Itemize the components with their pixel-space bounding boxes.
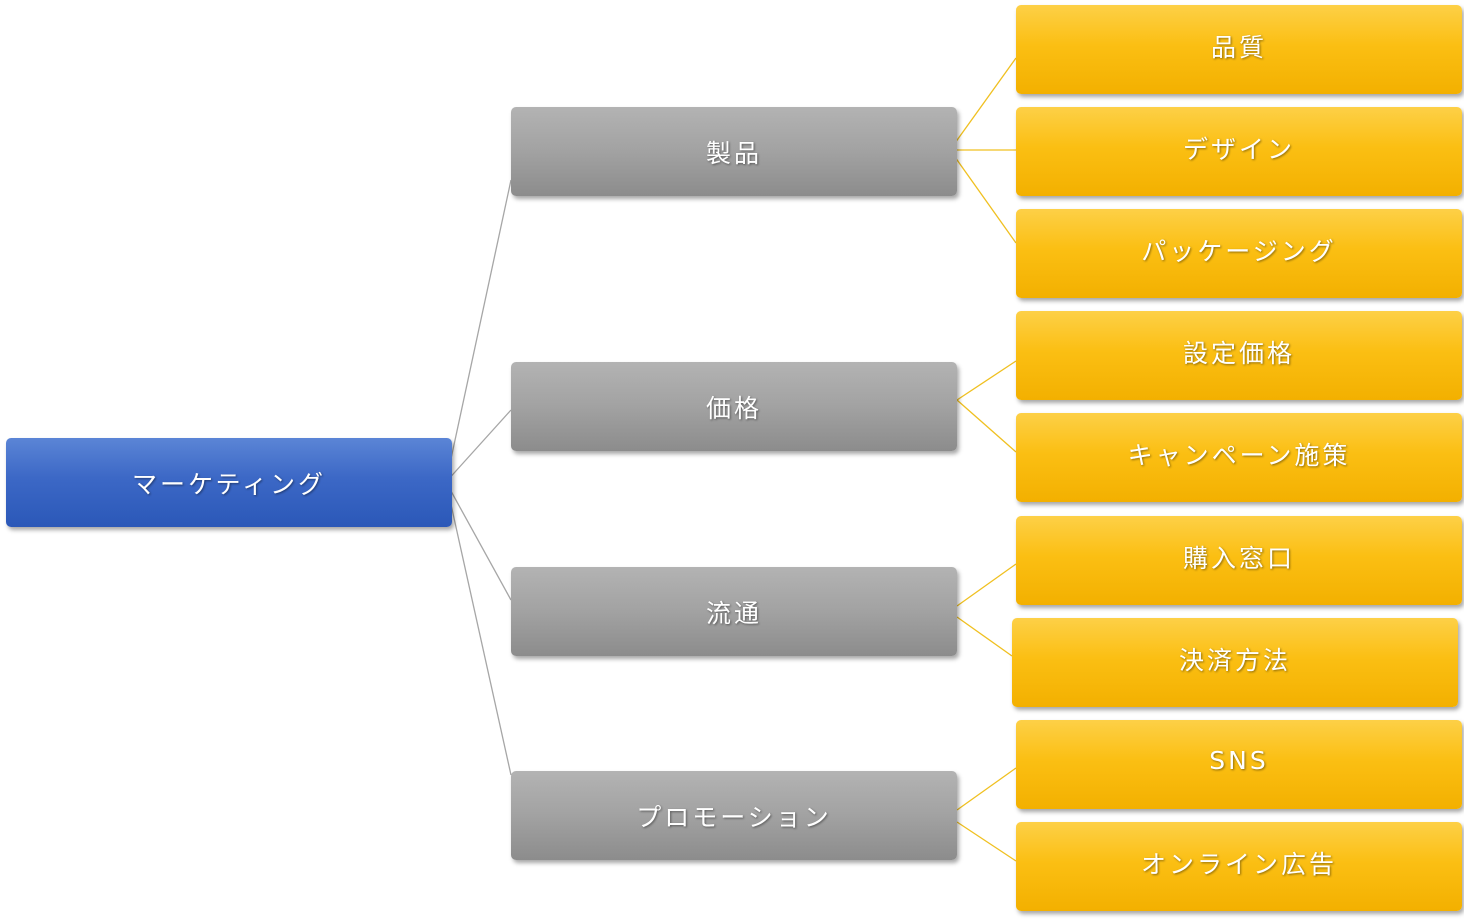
leaf-node-label: キャンペーン施策 [1127, 440, 1351, 470]
leaf-connector-2 [949, 149, 1017, 244]
leaf-node-purchase-channel[interactable]: 購入窓口 [1016, 516, 1462, 605]
leaf-node-campaign[interactable]: キャンペーン施策 [1016, 413, 1462, 502]
branch-node-label: 製品 [705, 138, 762, 168]
branch-node-label: 価格 [705, 393, 762, 423]
leaf-node-design[interactable]: デザイン [1016, 107, 1462, 196]
branch-node-label: プロモーション [636, 802, 832, 832]
leaf-node-label: 設定価格 [1182, 338, 1295, 368]
leaf-node-label: 購入窓口 [1182, 543, 1295, 573]
leaf-connector-5 [956, 563, 1017, 607]
root-node-marketing[interactable]: マーケティング [6, 438, 452, 527]
leaf-connector-7 [956, 767, 1017, 811]
leaf-node-label: パッケージング [1141, 236, 1337, 266]
branch-node-price[interactable]: 価格 [511, 362, 957, 451]
branch-node-promotion[interactable]: プロモーション [511, 771, 957, 860]
leaf-node-packaging[interactable]: パッケージング [1016, 209, 1462, 298]
leaf-connector-4 [956, 399, 1017, 453]
leaf-node-label: 決済方法 [1178, 645, 1291, 675]
branch-node-distribution[interactable]: 流通 [511, 567, 957, 656]
leaf-node-label: デザイン [1182, 134, 1295, 164]
leaf-connector-6 [956, 616, 1013, 657]
leaf-node-label: SNS [1209, 746, 1269, 775]
leaf-connector-0 [949, 57, 1017, 151]
root-connector-3 [445, 481, 512, 776]
root-node-label: マーケティング [131, 469, 326, 499]
branch-node-product[interactable]: 製品 [511, 107, 957, 196]
leaf-node-payment-method[interactable]: 決済方法 [1012, 618, 1458, 707]
leaf-node-label: 品質 [1210, 32, 1267, 62]
root-connector-0 [445, 179, 512, 483]
leaf-node-set-price[interactable]: 設定価格 [1016, 311, 1462, 400]
root-connector-2 [445, 481, 512, 601]
leaf-node-quality[interactable]: 品質 [1016, 5, 1462, 94]
leaf-node-sns[interactable]: SNS [1016, 720, 1462, 809]
root-connector-1 [445, 409, 512, 483]
leaf-node-label: オンライン広告 [1140, 849, 1337, 879]
leaf-connector-3 [956, 360, 1017, 401]
leaf-node-online-ads[interactable]: オンライン広告 [1016, 822, 1462, 911]
leaf-connector-8 [956, 821, 1017, 862]
branch-node-label: 流通 [705, 598, 762, 628]
